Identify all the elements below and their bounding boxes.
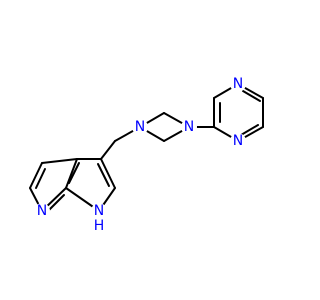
atom-label-hydrogen: H — [94, 218, 105, 234]
atom-nitrogen-pyridine: N — [34, 203, 50, 219]
bond — [29, 162, 43, 189]
bond-layer — [29, 83, 264, 212]
atom-nitrogen-pyrimidine-top: N — [230, 76, 246, 92]
molecule-structure-diagram: N N N N N N H — [29, 76, 264, 234]
bond — [100, 158, 116, 189]
bond — [68, 162, 80, 184]
bond — [41, 158, 78, 164]
bond — [35, 168, 46, 189]
atom-label: N — [37, 203, 47, 219]
atom-nitrogen-piperazine-right: N — [181, 119, 197, 135]
atom-nh-pyrrole: N H — [91, 203, 107, 234]
atom-nitrogen-pyrimidine-bottom: N — [230, 133, 246, 149]
atom-label-layer: N N N N N N H — [34, 76, 246, 234]
atom-label: N — [184, 119, 194, 135]
bond — [47, 194, 65, 212]
bond — [97, 163, 110, 187]
bond — [240, 124, 259, 136]
bond — [100, 140, 116, 160]
bond — [242, 90, 261, 102]
atom-label: N — [94, 203, 104, 219]
atom-label: N — [233, 76, 243, 92]
atom-label: N — [233, 133, 243, 149]
atom-nitrogen-piperazine-left: N — [132, 119, 148, 135]
bond — [65, 158, 78, 189]
atom-label: N — [135, 119, 145, 135]
